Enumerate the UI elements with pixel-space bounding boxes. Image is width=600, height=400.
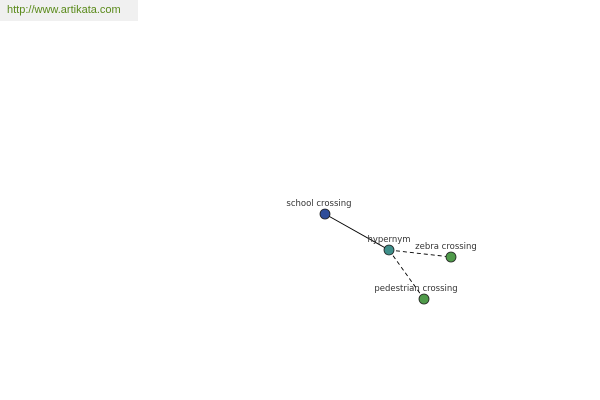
url-banner: http://www.artikata.com — [0, 0, 138, 21]
node-marker-pedestrian-crossing[interactable] — [418, 293, 430, 305]
node-marker-zebra-crossing[interactable] — [445, 251, 457, 263]
node-marker-school-crossing[interactable] — [319, 208, 331, 220]
node-label-pedestrian-crossing: pedestrian crossing — [374, 284, 457, 294]
node-marker-hypernym-center[interactable] — [383, 244, 395, 256]
node-label-school-crossing: school crossing — [286, 199, 351, 209]
site-url-link[interactable]: http://www.artikata.com — [7, 4, 121, 16]
edge-zebra-crossing — [388, 249, 452, 258]
edge-pedestrian-crossing — [388, 249, 425, 300]
node-school-crossing[interactable]: school crossing — [286, 199, 352, 220]
edge-school-crossing — [324, 213, 390, 251]
node-label-hypernym-center: hypernym — [367, 235, 410, 245]
node-zebra-crossing[interactable]: zebra crossing — [415, 242, 477, 263]
node-pedestrian-crossing[interactable]: pedestrian crossing — [374, 284, 458, 305]
node-label-zebra-crossing: zebra crossing — [415, 242, 477, 252]
node-hypernym-center[interactable]: hypernym — [367, 235, 411, 256]
